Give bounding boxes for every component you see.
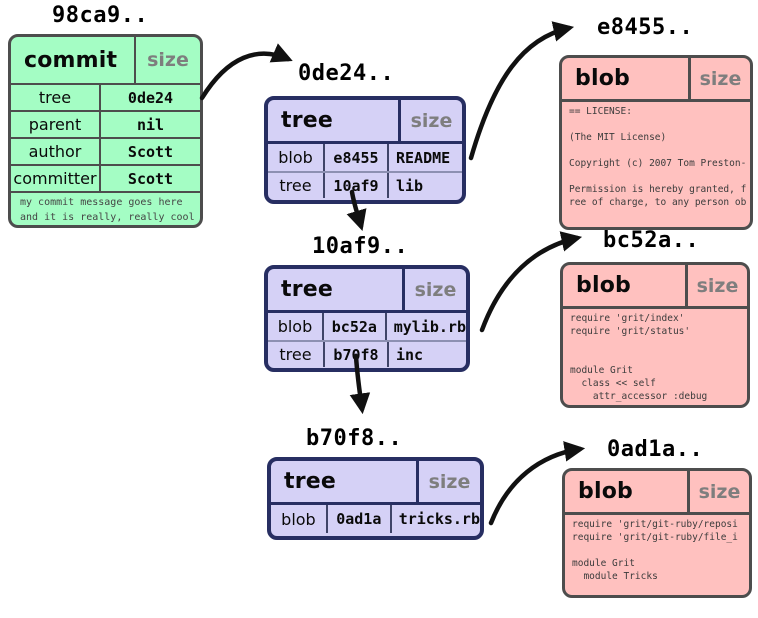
tree-entry-hash: e8455 <box>323 144 387 171</box>
blob3-node: blob size require 'grit/git-ruby/reposi … <box>562 468 752 598</box>
commit-row-committer: committer Scott <box>11 164 200 191</box>
tree2-type-label: tree <box>281 277 334 302</box>
commit-hash-title: 98ca9.. <box>52 3 149 28</box>
tree3-type-label: tree <box>284 469 337 494</box>
blob3-hash-title: 0ad1a.. <box>607 437 704 462</box>
tree-entry-name: tricks.rb <box>389 505 480 533</box>
commit-node: commit size tree 0de24 parent nil author… <box>8 34 203 228</box>
commit-row-tree: tree 0de24 <box>11 83 200 110</box>
arrow-tree1-to-blob1 <box>468 21 575 161</box>
tree1-node: tree size blob e8455 README tree 10af9 l… <box>264 96 466 204</box>
commit-size-label: size <box>134 37 200 83</box>
tree-entry-hash: 0ad1a <box>325 505 390 533</box>
tree-entry-hash: b70f8 <box>323 342 387 367</box>
tree2-size-label: size <box>402 269 466 310</box>
tree-entry-type: tree <box>279 176 312 195</box>
blob1-size-label: size <box>688 58 750 99</box>
tree1-row-lib: tree 10af9 lib <box>268 171 462 198</box>
blob1-content: == LICENSE: (The MIT License) Copyright … <box>569 106 747 208</box>
tree3-hash-title: b70f8.. <box>306 426 403 451</box>
blob2-content: require 'grit/index' require 'grit/statu… <box>570 313 708 402</box>
tree3-node: tree size blob 0ad1a tricks.rb <box>267 457 484 540</box>
tree2-row-mylib: blob bc52a mylib.rb <box>268 313 466 340</box>
commit-header: commit size <box>11 37 200 83</box>
tree2-row-inc: tree b70f8 inc <box>268 340 466 367</box>
tree-entry-name: inc <box>387 342 466 367</box>
blob3-header: blob size <box>565 471 749 515</box>
commit-row-label: parent <box>28 115 82 134</box>
tree1-header: tree size <box>268 100 462 144</box>
tree-entry-name: lib <box>387 173 462 198</box>
blob2-header: blob size <box>563 265 747 309</box>
arrow-commit-to-tree1 <box>199 43 293 101</box>
tree-entry-hash: bc52a <box>321 313 385 340</box>
tree3-size-label: size <box>416 461 480 502</box>
commit-row-author: author Scott <box>11 137 200 164</box>
commit-row-label: tree <box>38 88 72 107</box>
blob2-node: blob size require 'grit/index' require '… <box>560 262 750 408</box>
blob1-node: blob size == LICENSE: (The MIT License) … <box>559 55 753 230</box>
commit-row-parent: parent nil <box>11 110 200 137</box>
blob1-type-label: blob <box>575 66 630 91</box>
blob1-header: blob size <box>562 58 750 102</box>
tree-entry-name: README <box>387 144 462 171</box>
commit-row-label: committer <box>13 169 97 188</box>
commit-message: my commit message goes here and it is re… <box>11 191 200 225</box>
tree2-node: tree size blob bc52a mylib.rb tree b70f8… <box>264 265 470 372</box>
tree-entry-type: blob <box>277 317 313 336</box>
tree-entry-name: mylib.rb <box>384 313 466 340</box>
commit-row-value: nil <box>99 112 200 137</box>
tree2-hash-title: 10af9.. <box>312 234 409 259</box>
commit-row-label: author <box>28 142 82 161</box>
tree2-header: tree size <box>268 269 466 313</box>
tree1-row-readme: blob e8455 README <box>268 144 462 171</box>
tree-entry-type: blob <box>278 148 313 167</box>
blob2-type-label: blob <box>576 273 631 298</box>
tree1-type-label: tree <box>281 108 334 133</box>
commit-row-value: Scott <box>99 139 200 164</box>
tree-entry-hash: 10af9 <box>323 173 387 198</box>
blob3-type-label: blob <box>578 479 633 504</box>
blob3-size-label: size <box>687 471 749 512</box>
blob1-hash-title: e8455.. <box>597 15 694 40</box>
tree3-header: tree size <box>271 461 480 505</box>
tree3-row-tricks: blob 0ad1a tricks.rb <box>271 505 480 533</box>
commit-row-value: 0de24 <box>99 85 200 110</box>
blob2-size-label: size <box>685 265 747 306</box>
tree1-size-label: size <box>398 100 462 141</box>
tree1-hash-title: 0de24.. <box>298 61 395 86</box>
blob3-content: require 'grit/git-ruby/reposi require 'g… <box>572 519 738 582</box>
tree-entry-type: blob <box>281 509 316 529</box>
commit-row-value: Scott <box>99 166 200 191</box>
tree-entry-type: tree <box>279 345 312 364</box>
commit-type-label: commit <box>24 47 118 73</box>
blob2-hash-title: bc52a.. <box>603 228 700 253</box>
